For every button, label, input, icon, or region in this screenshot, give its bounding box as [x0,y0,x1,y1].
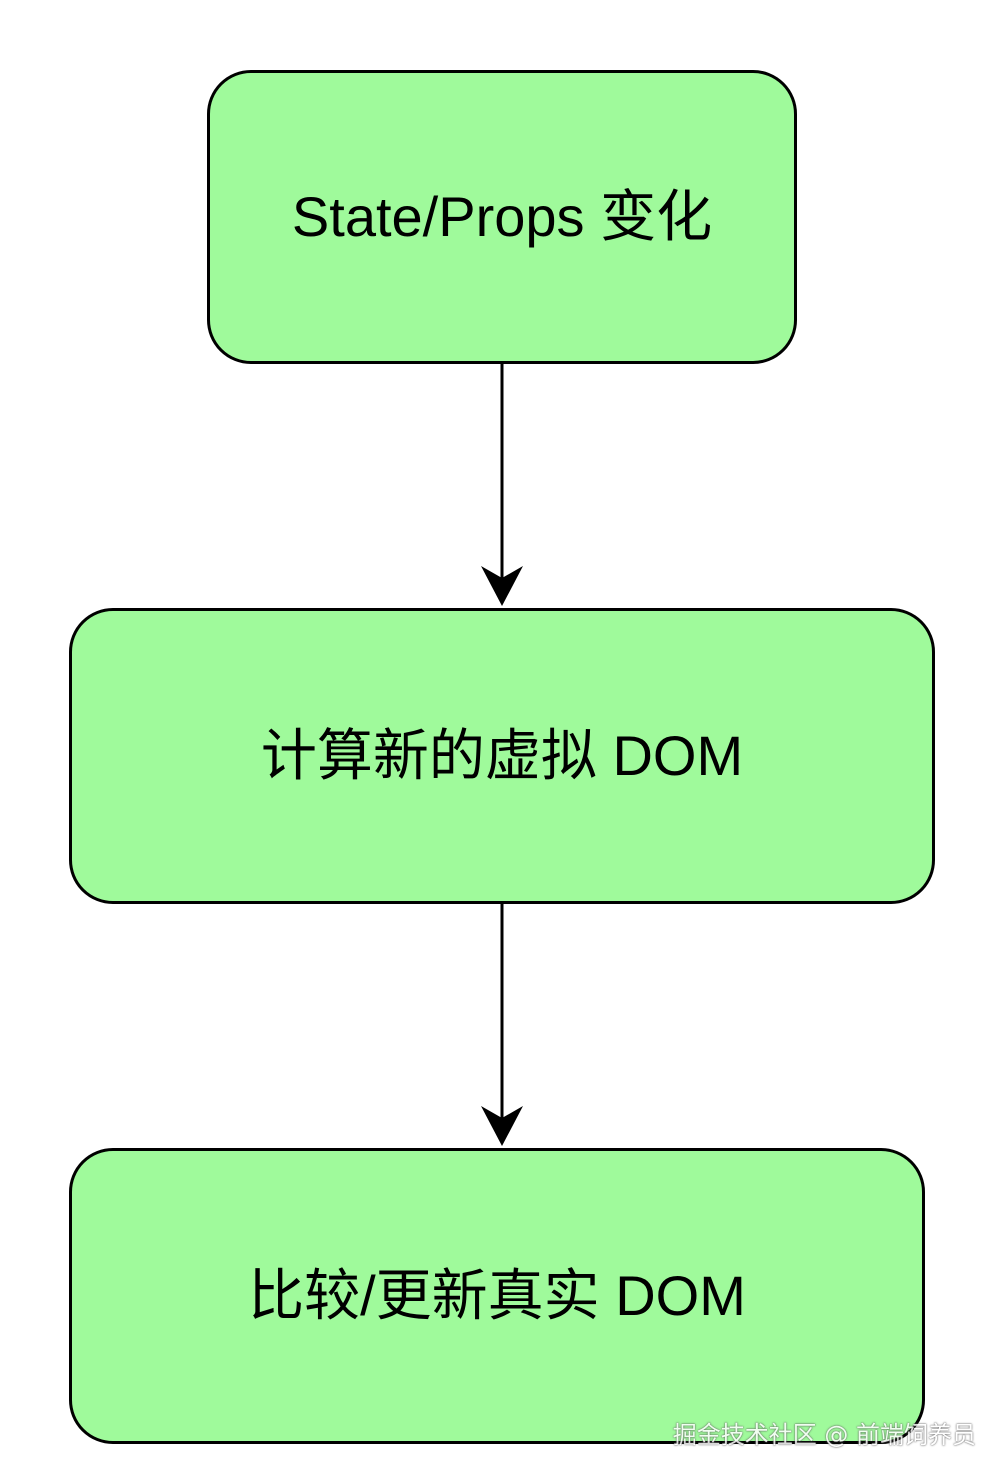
arrow-state-to-vdom [481,364,523,606]
node-label: State/Props 变化 [291,185,713,248]
node-compute-virtual-dom: 计算新的虚拟 DOM [69,608,935,904]
node-update-real-dom: 比较/更新真实 DOM [69,1148,925,1444]
node-label: 计算新的虚拟 DOM [260,724,744,787]
watermark: 掘金技术社区 @ 前端饲养员 [672,1421,976,1449]
node-label: 比较/更新真实 DOM [248,1264,746,1327]
arrowhead [481,1106,523,1146]
node-state-props-change: State/Props 变化 [207,70,797,364]
arrowhead [481,566,523,606]
arrow-vdom-to-real-dom [481,904,523,1146]
